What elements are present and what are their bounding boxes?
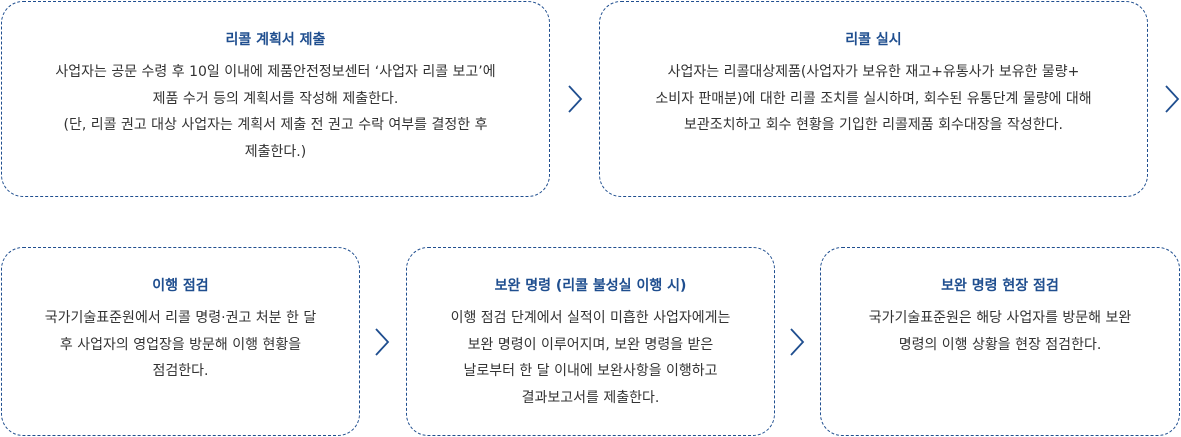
step-line: 제품 수거 등의 계획서를 작성해 제출한다.: [152, 90, 399, 107]
step-line: 명령의 이행 상황을 현장 점검한다.: [898, 336, 1102, 353]
step-recall-plan-submission: 리콜 계획서 제출 사업자는 공문 수령 후 10일 이내에 제품안전정보센터 …: [1, 1, 550, 197]
step-title: 리콜 계획서 제출: [225, 32, 326, 48]
step-line: 제출한다.): [244, 143, 307, 160]
step-description: 사업자는 공문 수령 후 10일 이내에 제품안전정보센터 ‘사업자 리콜 보고…: [2, 59, 549, 165]
step-line: 보완 명령이 이루어지며, 보완 명령을 받은: [467, 336, 714, 353]
step-line: (단, 리콜 권고 대상 사업자는 계획서 제출 전 권고 수락 여부를 결정한…: [63, 117, 488, 133]
step-description: 국가기술표준원은 해당 사업자를 방문해 보완 명령의 이행 상황을 현장 점검…: [821, 305, 1179, 358]
step-supplementary-site-inspection: 보완 명령 현장 점검 국가기술표준원은 해당 사업자를 방문해 보완 명령의 …: [820, 247, 1180, 436]
chevron-right-icon: [790, 328, 805, 356]
step-title: 리콜 실시: [845, 32, 902, 48]
step-line: 이행 점검 단계에서 실적이 미흡한 사업자에게는: [450, 310, 731, 326]
step-line: 결과보고서를 제출한다.: [521, 389, 660, 406]
step-line: 사업자는 리콜대상제품(사업자가 보유한 재고+유통사가 보유한 물량+: [667, 64, 1080, 80]
step-line: 국가기술표준원에서 리콜 명령·권고 처분 한 달: [44, 310, 317, 326]
step-description: 이행 점검 단계에서 실적이 미흡한 사업자에게는 보완 명령이 이루어지며, …: [407, 305, 774, 411]
chevron-right-icon: [568, 85, 583, 113]
step-line: 날로부터 한 달 이내에 보완사항을 이행하고: [463, 363, 718, 379]
step-title: 보완 명령 현장 점검: [941, 278, 1059, 294]
step-line: 사업자는 공문 수령 후 10일 이내에 제품안전정보센터 ‘사업자 리콜 보고…: [55, 64, 496, 80]
step-line: 보관조치하고 회수 현황을 기입한 리콜제품 회수대장을 작성한다.: [684, 117, 1063, 133]
step-line: 소비자 판매분)에 대한 리콜 조치를 실시하며, 회수된 유통단계 물량에 대…: [655, 90, 1092, 107]
chevron-right-icon: [375, 328, 390, 356]
step-compliance-inspection: 이행 점검 국가기술표준원에서 리콜 명령·권고 처분 한 달 후 사업자의 영…: [1, 247, 360, 436]
chevron-right-icon: [1165, 85, 1180, 113]
step-supplementary-order: 보완 명령 (리콜 불성실 이행 시) 이행 점검 단계에서 실적이 미흡한 사…: [406, 247, 775, 436]
step-line: 후 사업자의 영업장을 방문해 이행 현황을: [59, 336, 302, 353]
step-title: 보완 명령 (리콜 불성실 이행 시): [494, 278, 687, 294]
step-recall-execution: 리콜 실시 사업자는 리콜대상제품(사업자가 보유한 재고+유통사가 보유한 물…: [599, 1, 1148, 197]
step-description: 사업자는 리콜대상제품(사업자가 보유한 재고+유통사가 보유한 물량+ 소비자…: [600, 59, 1147, 139]
step-line: 점검한다.: [152, 363, 209, 379]
step-title: 이행 점검: [152, 278, 209, 294]
step-description: 국가기술표준원에서 리콜 명령·권고 처분 한 달 후 사업자의 영업장을 방문…: [2, 305, 359, 385]
step-line: 국가기술표준원은 해당 사업자를 방문해 보완: [868, 310, 1132, 326]
